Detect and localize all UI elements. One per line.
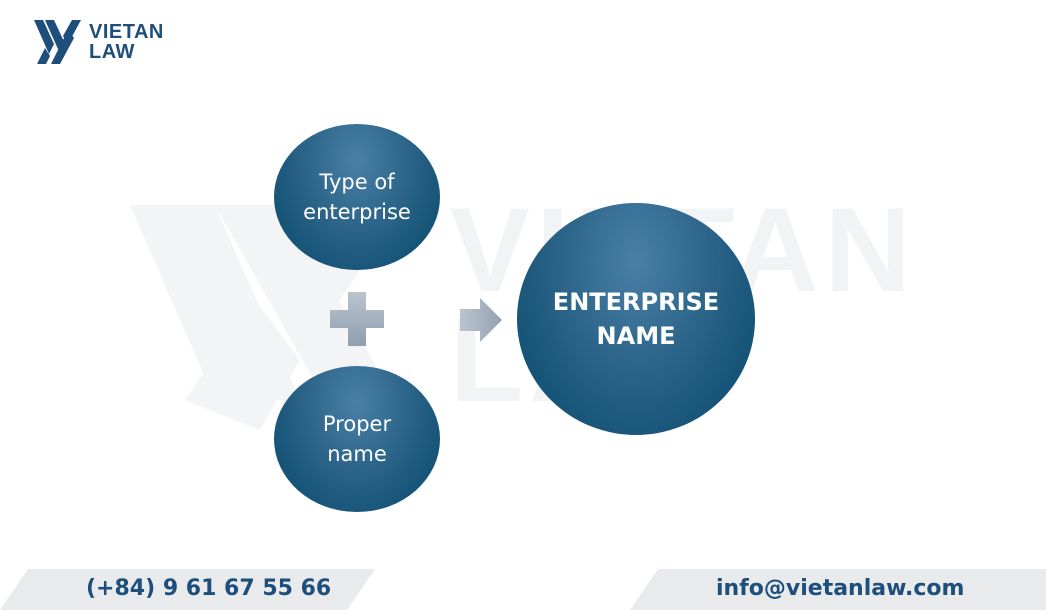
vietan-logo-icon <box>34 20 81 64</box>
footer-band-left <box>0 569 375 610</box>
brand-name: VIETAN LAW <box>89 22 164 62</box>
email-address[interactable]: info@vietanlaw.com <box>716 576 965 601</box>
brand-name-line2: LAW <box>89 41 135 63</box>
plus-icon <box>330 292 384 346</box>
brand-name-line1: VIETAN <box>89 21 164 43</box>
proper-name-circle: Proper name <box>274 366 440 512</box>
phone-number[interactable]: (+84) 9 61 67 55 66 <box>86 576 332 601</box>
footer-band-right <box>630 569 1046 610</box>
type-of-enterprise-circle: Type of enterprise <box>274 124 440 270</box>
arrow-right-icon <box>460 298 502 342</box>
enterprise-name-circle: ENTERPRISE NAME <box>517 203 755 435</box>
